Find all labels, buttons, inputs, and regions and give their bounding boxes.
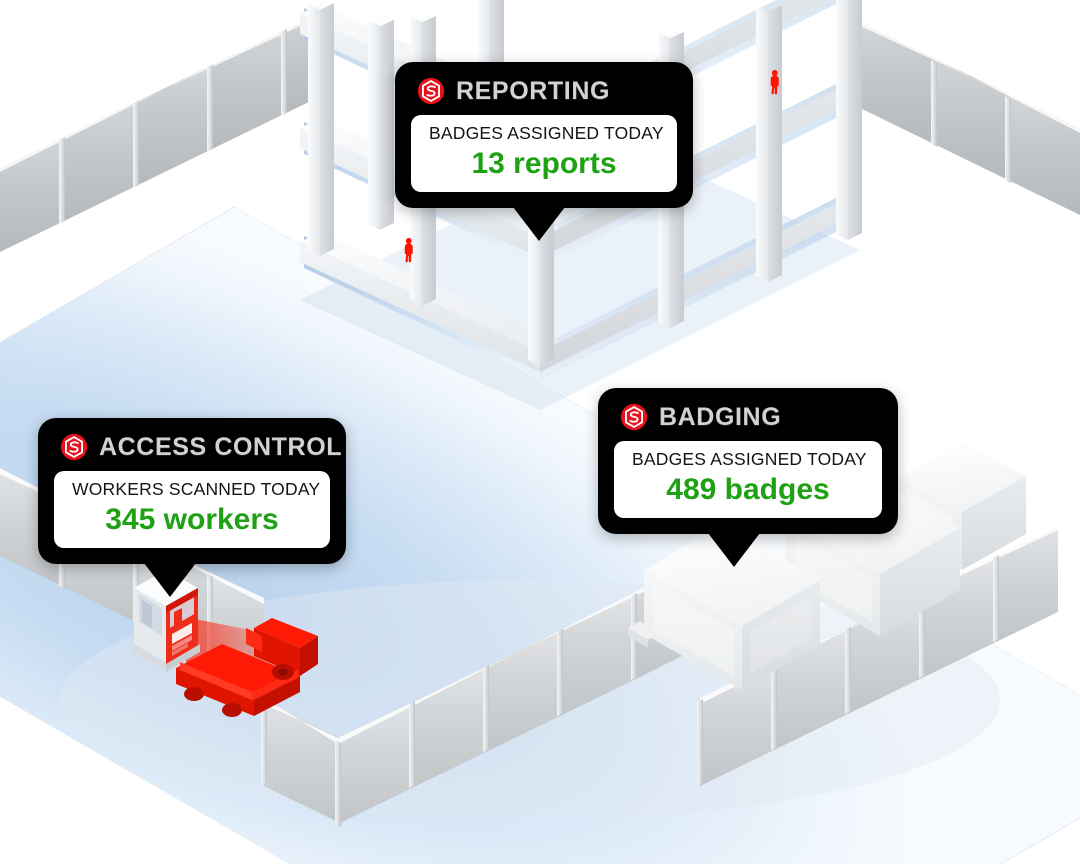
kpi-card-access-control[interactable]: ACCESS CONTROL WORKERS SCANNED TODAY 345… [38, 418, 346, 598]
hexagon-s-logo-icon [60, 433, 88, 461]
hexagon-s-logo-icon [417, 77, 445, 105]
kpi-card-panel: BADGES ASSIGNED TODAY 489 badges [614, 441, 882, 519]
kpi-card-header: BADGING [614, 400, 882, 441]
kpi-metric-value: 13 reports [471, 146, 617, 180]
kpi-metric-label: BADGES ASSIGNED TODAY [632, 449, 867, 469]
kpi-card-panel: BADGES ASSIGNED TODAY 13 reports [411, 115, 677, 193]
kpi-card-pointer [708, 533, 760, 568]
fence-run-northeast [860, 20, 1080, 215]
kpi-card-header: REPORTING [411, 74, 677, 115]
kpi-card-title: BADGING [659, 402, 782, 431]
kpi-card-panel: WORKERS SCANNED TODAY 345 workers [54, 471, 330, 549]
kpi-metric-label: BADGES ASSIGNED TODAY [429, 123, 664, 143]
kpi-card-header: ACCESS CONTROL [54, 430, 342, 471]
worker-figure [770, 70, 779, 95]
kpi-card-badging[interactable]: BADGING BADGES ASSIGNED TODAY 489 badges [598, 388, 898, 568]
kpi-card-title: ACCESS CONTROL [99, 432, 343, 461]
kpi-card-reporting[interactable]: REPORTING BADGES ASSIGNED TODAY 13 repor… [395, 62, 693, 242]
kpi-card-title: REPORTING [456, 76, 611, 105]
fence-run-northwest [0, 6, 330, 252]
kpi-card-pointer [513, 207, 565, 242]
hexagon-s-logo-icon [620, 403, 648, 431]
worker-figure [404, 238, 413, 263]
kpi-metric-value: 489 badges [666, 472, 830, 506]
kpi-metric-value: 345 workers [105, 502, 279, 536]
kpi-metric-label: WORKERS SCANNED TODAY [72, 479, 321, 499]
kpi-card-pointer [144, 563, 196, 598]
